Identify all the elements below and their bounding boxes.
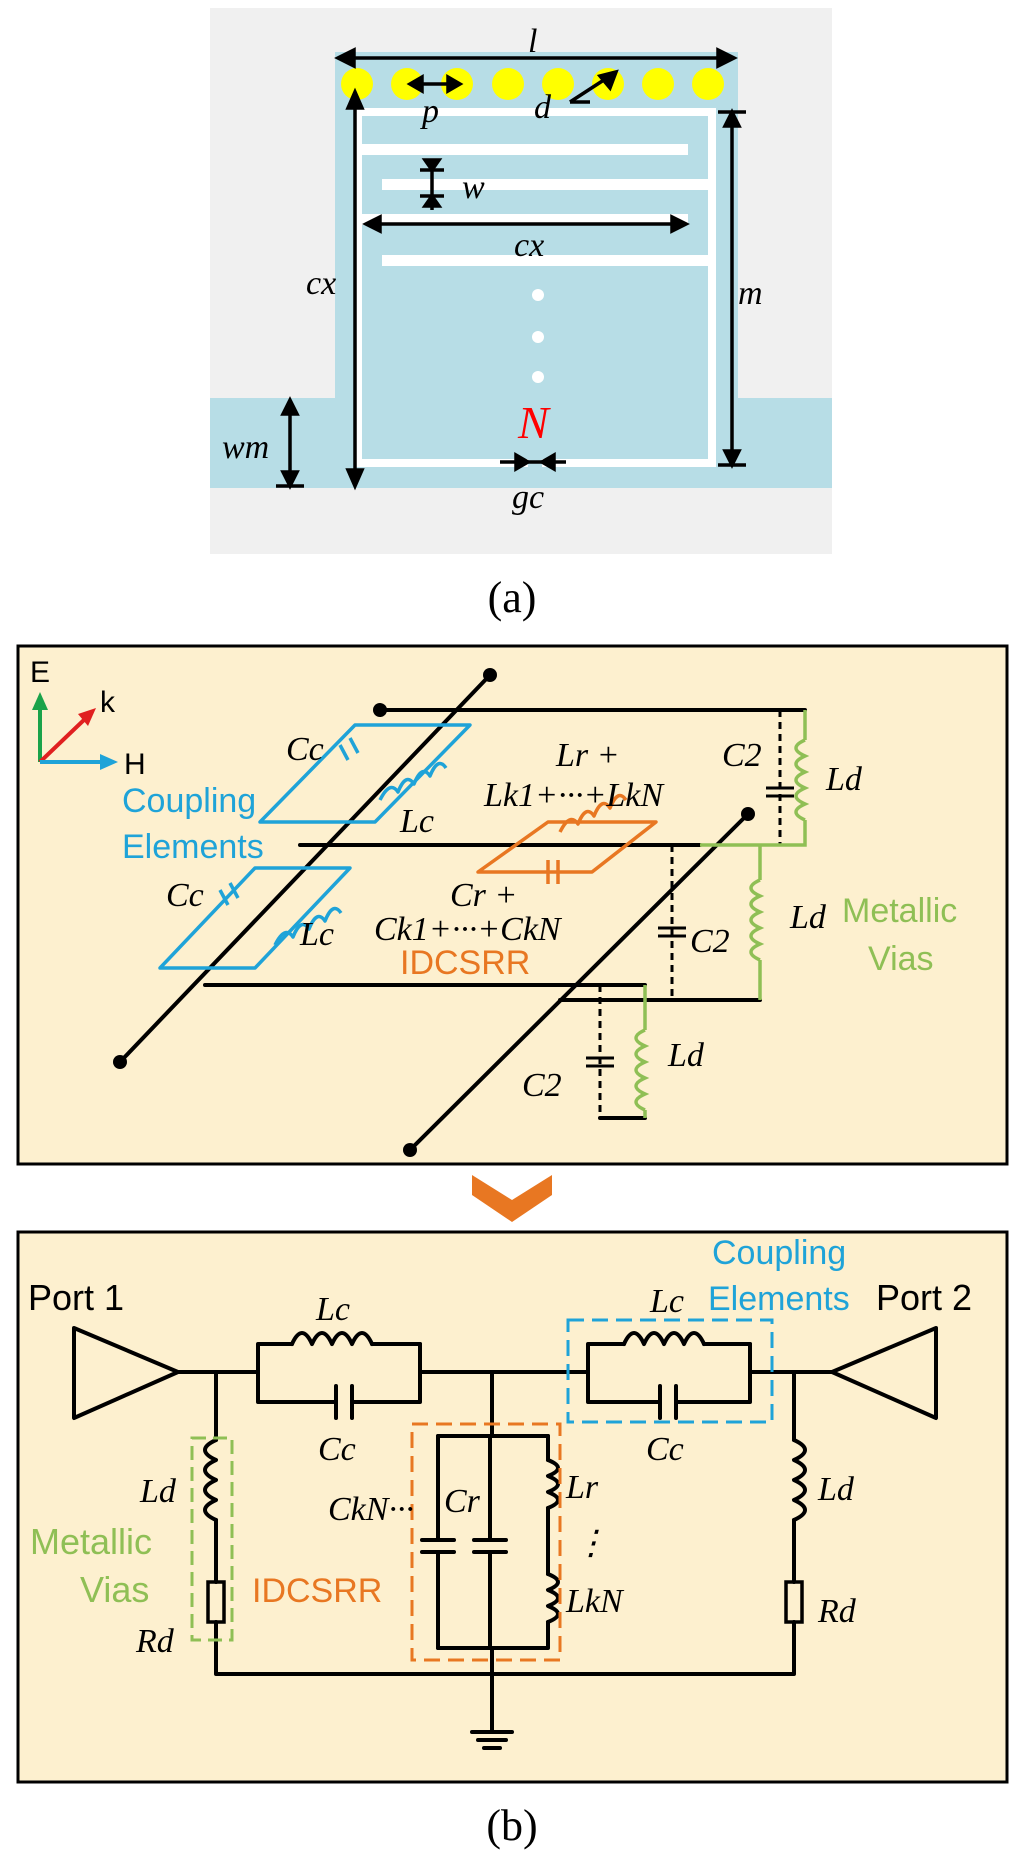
label-idcsrr-3d: IDCSRR (400, 944, 530, 982)
label-d: d (534, 89, 552, 126)
label-cc-right: Cc (646, 1431, 684, 1468)
port-2-triangle (830, 1326, 938, 1420)
label-rd-right: Rd (817, 1593, 857, 1630)
axis-H: H (124, 748, 146, 781)
coupling-element-bottom (158, 866, 352, 970)
label-w: w (462, 169, 485, 206)
label-metallic-circuit: Metallic (30, 1521, 152, 1562)
finger (382, 255, 712, 266)
coupling-element-top (258, 723, 472, 824)
label-lc-bottom: Lc (299, 916, 334, 953)
label-ld-2: Ld (789, 899, 827, 936)
label-lc-top: Lc (399, 803, 434, 840)
part-b-circuit: Port 1 Port 2 Lc Cc Lc Cc Coupling Eleme… (16, 1230, 1009, 1784)
idcsrr-element (476, 820, 658, 874)
label-cc-left: Cc (318, 1431, 356, 1468)
label-cx-vertical: cx (306, 265, 336, 302)
label-ld-3: Ld (667, 1037, 705, 1074)
label-rd-left: Rd (135, 1623, 175, 1660)
label-vias-circuit: Vias (80, 1569, 149, 1610)
part-a-layout: l p d w cx cx m wm N gc (210, 8, 832, 554)
label-cc-top: Cc (286, 731, 324, 768)
label-port-1: Port 1 (28, 1277, 124, 1318)
axis-E: E (30, 656, 50, 689)
label-m: m (738, 275, 763, 312)
idcsrr-box (410, 1422, 562, 1662)
label-elements-circuit: Elements (708, 1280, 850, 1318)
label-ckn: CkN··· (328, 1491, 414, 1528)
label-cr: Cr (444, 1483, 481, 1520)
label-c2-1: C2 (722, 737, 762, 774)
label-cx-horizontal: cx (514, 227, 544, 264)
caption-b: (b) (486, 1801, 537, 1850)
label-cc-bottom: Cc (166, 877, 204, 914)
label-p: p (420, 93, 439, 130)
label-lc-left: Lc (315, 1291, 350, 1328)
finger (382, 179, 712, 190)
label-lr-line2: Lk1+···+LkN (483, 777, 665, 814)
label-vdots: ⋮ (574, 1525, 608, 1562)
finger (358, 214, 688, 225)
substrate (210, 52, 832, 488)
coupling-box (566, 1318, 774, 1424)
label-elements-3d: Elements (122, 828, 264, 866)
label-N: N (517, 397, 551, 448)
label-ld-1: Ld (825, 761, 863, 798)
finger (358, 144, 688, 155)
label-vias-3d: Vias (868, 940, 934, 978)
label-gc: gc (512, 479, 544, 516)
caption-a: (a) (488, 573, 537, 622)
label-ld-left: Ld (139, 1473, 177, 1510)
part-b-3d-model: E k H Cc Lc Cc Lc Coupling Elements (16, 644, 1009, 1166)
label-lc-right: Lc (649, 1283, 684, 1320)
label-lr: Lr (565, 1469, 599, 1506)
port-1-triangle (72, 1326, 180, 1420)
panel-circuit (16, 1230, 1009, 1784)
label-metallic-3d: Metallic (842, 892, 957, 930)
axes-indicator: E k H (30, 656, 146, 781)
label-cr-line2: Ck1+···+CkN (374, 911, 563, 948)
label-wm: wm (222, 429, 269, 466)
label-ld-right: Ld (817, 1471, 855, 1508)
label-coupling-3d: Coupling (122, 782, 256, 820)
label-c2-3: C2 (522, 1067, 562, 1104)
label-cr-line1: Cr + (450, 877, 517, 914)
chevron-down-icon (472, 1175, 552, 1222)
via-box-left (190, 1436, 234, 1642)
axis-k: k (100, 686, 116, 719)
label-idcsrr-circuit: IDCSRR (252, 1572, 382, 1610)
label-lkn: LkN (565, 1583, 625, 1620)
label-port-2: Port 2 (876, 1277, 972, 1318)
label-coupling-circuit: Coupling (712, 1234, 846, 1272)
panel-3d (16, 644, 1009, 1166)
label-l: l (528, 23, 537, 60)
wire-diagonal-right (408, 812, 750, 1152)
label-c2-2: C2 (690, 923, 730, 960)
label-lr-line1: Lr + (555, 737, 620, 774)
